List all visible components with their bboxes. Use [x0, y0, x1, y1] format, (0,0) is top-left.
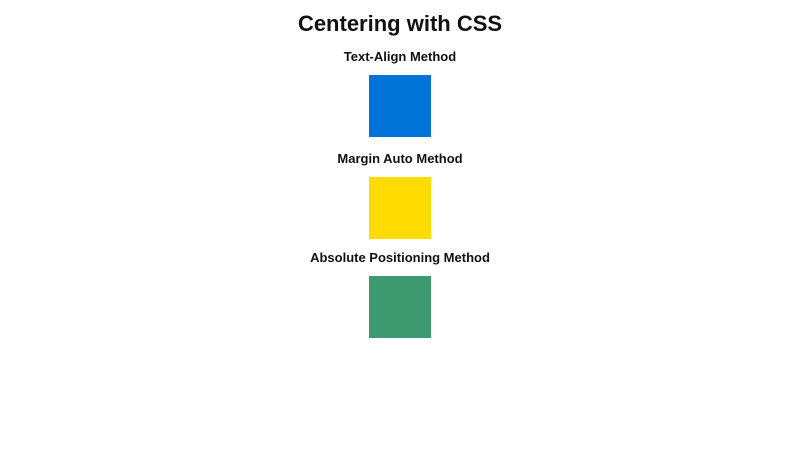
blue-square — [369, 75, 431, 137]
section-heading: Text-Align Method — [343, 49, 457, 64]
section-heading: Margin Auto Method — [337, 151, 463, 166]
section-heading: Absolute Positioning Method — [310, 250, 490, 265]
green-square — [369, 276, 431, 338]
page-title: Centering with CSS — [297, 11, 503, 36]
yellow-square — [369, 177, 431, 239]
